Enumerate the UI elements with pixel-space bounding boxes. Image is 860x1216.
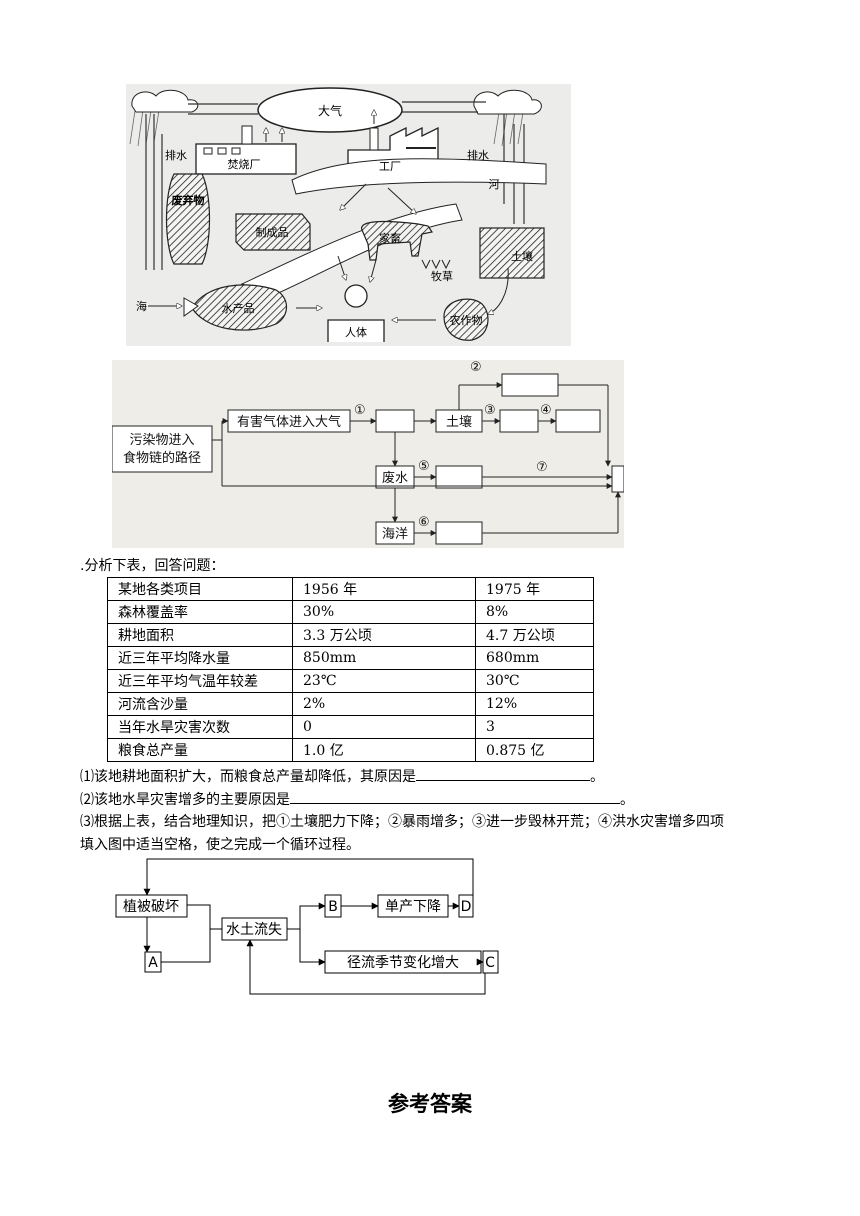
ocean-box-label: 海洋 (382, 527, 408, 542)
pasture-label: 牧草 (431, 269, 453, 283)
question-2-end: 。 (620, 792, 634, 808)
cycle-yield-label: 单产下降 (385, 899, 441, 915)
soil-label: 土壤 (511, 249, 533, 263)
drain-left-label: 排水 (165, 148, 187, 162)
table-header-cell: 某地各类项目 (107, 577, 293, 601)
num-5: ⑤ (418, 459, 430, 474)
drain-right-label: 排水 (467, 148, 489, 162)
table-cell: 0.875 亿 (475, 738, 594, 762)
table-cell: 耕地面积 (107, 623, 293, 647)
pathway-flowchart: 污染物进入 食物链的路径 有害气体进入大气 土壤 废水 海洋 ① ② ③ ④ ⑤… (111, 360, 625, 548)
question-intro: .分析下表，回答问题： (80, 558, 225, 574)
river-label: 河 (489, 178, 500, 191)
waste-water-box-label: 废水 (382, 470, 408, 486)
num-1: ① (354, 403, 366, 418)
factory-label: 工厂 (379, 160, 401, 173)
products-label: 制成品 (256, 226, 289, 239)
table-cell: 680mm (475, 646, 594, 670)
pathway-label-line2: 食物链的路径 (123, 450, 201, 466)
num-4: ④ (540, 403, 552, 418)
table-cell: 当年水旱灾害次数 (107, 715, 293, 739)
cycle-diagram: 植被破坏 水土流失 A B 单产下降 D 径流季节变化增大 C (110, 855, 510, 1000)
cycle-runoff-label: 径流季节变化增大 (347, 955, 459, 971)
gas-box-label: 有害气体进入大气 (237, 414, 341, 430)
table-cell: 2% (292, 692, 476, 716)
table-cell: 森林覆盖率 (107, 600, 293, 624)
table-cell: 粮食总产量 (107, 738, 293, 762)
question-3-line2: 填入图中适当空格，使之完成一个循环过程。 (80, 837, 360, 853)
question-2-text: ⑵该地水旱灾害增多的主要原因是 (80, 792, 290, 808)
livestock-label: 家畜 (379, 231, 401, 245)
table-cell: 23℃ (292, 669, 476, 693)
table-header-cell: 1956 年 (292, 577, 476, 601)
table-cell: 0 (292, 715, 476, 739)
question-3-line1: ⑶根据上表，结合地理知识，把①土壤肥力下降；②暴雨增多；③进一步毁林开荒；④洪水… (80, 814, 724, 830)
human-label: 人体 (345, 325, 367, 339)
num-7: ⑦ (536, 460, 548, 475)
cycle-A-slot: A (148, 955, 158, 971)
table-cell: 近三年平均气温年较差 (107, 669, 293, 693)
question-1: ⑴该地耕地面积扩大，而粮食总产量却降低，其原因是 。 (80, 766, 604, 787)
cycle-B-slot: B (328, 899, 338, 915)
num-3: ③ (484, 403, 496, 418)
answer-heading: 参考答案 (388, 1092, 472, 1116)
table-cell: 3.3 万公顷 (292, 623, 476, 647)
question-1-text: ⑴该地耕地面积扩大，而粮食总产量却降低，其原因是 (80, 769, 416, 785)
cycle-erosion-label: 水土流失 (226, 922, 282, 938)
num-6: ⑥ (418, 515, 430, 530)
answer-blank-2[interactable] (290, 789, 620, 804)
crops-label: 农作物 (450, 313, 483, 327)
question-2: ⑵该地水旱灾害增多的主要原因是 。 (80, 789, 634, 810)
table-cell: 8% (475, 600, 594, 624)
aquatic-label: 水产品 (222, 301, 255, 315)
sea-label: 海 (136, 299, 147, 313)
soil-box-label: 土壤 (446, 414, 472, 430)
cycle-veg-label: 植被破坏 (123, 899, 179, 915)
table-cell: 12% (475, 692, 594, 716)
pollution-cycle-illustration: 大气 排水 焚烧厂 工厂 排水 河 制成品 家畜 牧草 土壤 海 水产品 人体 … (126, 84, 571, 346)
table-cell: 4.7 万公顷 (475, 623, 594, 647)
question-1-end: 。 (590, 769, 604, 785)
table-cell: 30℃ (475, 669, 594, 693)
answer-blank-1[interactable] (416, 766, 590, 781)
table-cell: 850mm (292, 646, 476, 670)
atmosphere-label: 大气 (318, 103, 342, 118)
table-cell: 1.0 亿 (292, 738, 476, 762)
cycle-C-slot: C (485, 955, 495, 971)
table-header-cell: 1975 年 (475, 577, 594, 601)
waste-label: 废弃物 (172, 193, 205, 207)
cycle-D-slot: D (461, 899, 472, 915)
table-cell: 河流含沙量 (107, 692, 293, 716)
num-2: ② (470, 360, 482, 375)
pathway-label-line1: 污染物进入 (129, 433, 194, 448)
table-cell: 3 (475, 715, 594, 739)
table-cell: 近三年平均降水量 (107, 646, 293, 670)
incinerator-label: 焚烧厂 (228, 158, 261, 171)
table-cell: 30% (292, 600, 476, 624)
